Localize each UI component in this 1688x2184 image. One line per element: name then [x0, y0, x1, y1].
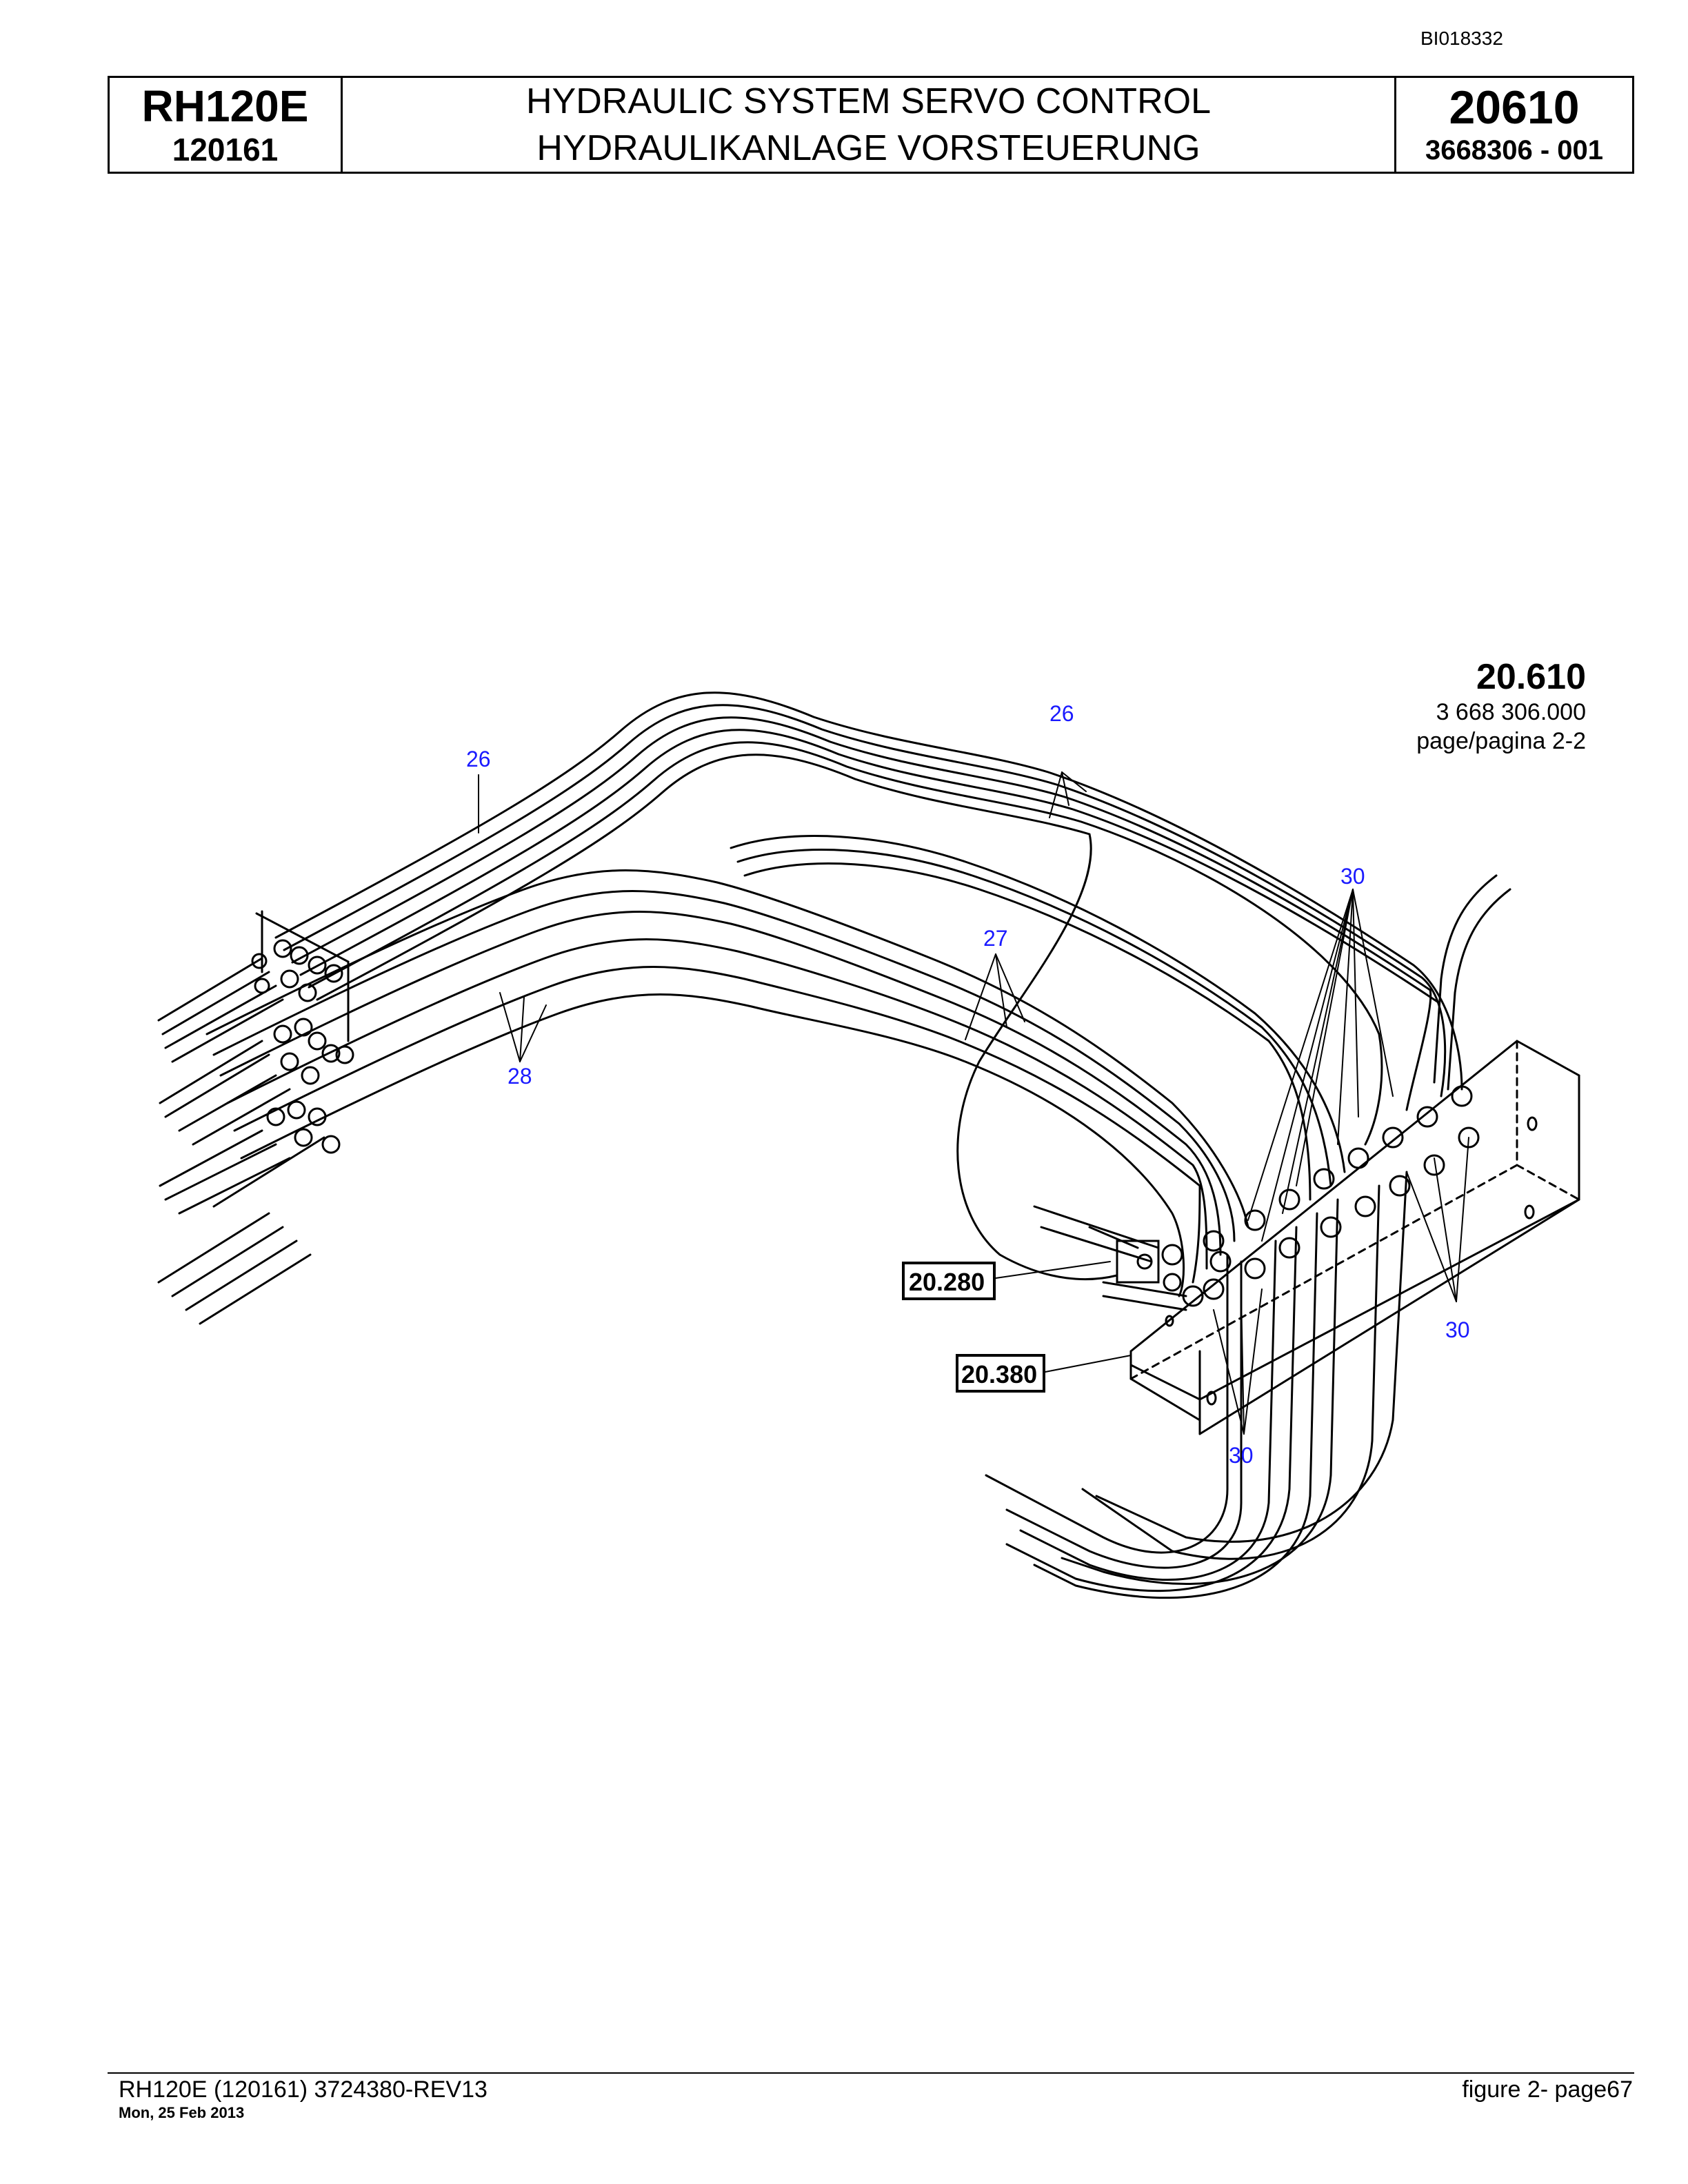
- upper-hose-bundle: [274, 691, 1463, 1281]
- header-table: RH120E 120161 HYDRAULIC SYSTEM SERVO CON…: [108, 76, 1634, 174]
- callout-26-left: 26: [466, 747, 491, 771]
- callout-27: 27: [983, 926, 1008, 951]
- title-english: HYDRAULIC SYSTEM SERVO CONTROL: [525, 81, 1211, 121]
- lower-hose-bundle: [205, 835, 1346, 1297]
- part-number: 3668306 - 001: [1425, 135, 1603, 165]
- footer-date: Mon, 25 Feb 2013: [119, 2104, 245, 2121]
- machine-serial: 120161: [172, 132, 279, 168]
- callout-30-top: 30: [1340, 864, 1365, 889]
- header-model-cell: RH120E 120161: [110, 78, 343, 172]
- ref-20380-label: 20.380: [961, 1360, 1037, 1388]
- title-german: HYDRAULIKANLAGE VORSTEUERUNG: [536, 128, 1200, 168]
- ref-box-20380[interactable]: 20.380: [956, 1354, 1045, 1393]
- header-title-cell: HYDRAULIC SYSTEM SERVO CONTROL HYDRAULIK…: [343, 78, 1396, 172]
- footer-document-id: RH120E (120161) 3724380-REV13: [119, 2076, 488, 2103]
- header-group-cell: 20610 3668306 - 001: [1396, 78, 1632, 172]
- footer-divider: [108, 2072, 1634, 2074]
- callout-26-right: 26: [1049, 701, 1074, 726]
- ref-box-20280[interactable]: 20.280: [902, 1262, 996, 1300]
- footer-page: figure 2- page67: [1462, 2076, 1633, 2103]
- group-number: 20610: [1449, 81, 1580, 134]
- document-code: BI018332: [1420, 28, 1503, 49]
- leader-lines: [478, 771, 1469, 1435]
- callouts: 26 26 27 28 30 30 30: [466, 701, 1470, 1468]
- lower-return-hoses: [985, 1171, 1408, 1599]
- callout-30-bottom: 30: [1229, 1443, 1254, 1468]
- left-fittings: [157, 939, 354, 1325]
- callout-30-right: 30: [1445, 1317, 1470, 1342]
- callout-28: 28: [508, 1064, 532, 1089]
- valve-assembly: [1033, 1205, 1187, 1311]
- top-pipes: [1433, 874, 1511, 1091]
- figure-part: 3 668 306.000: [1436, 699, 1586, 725]
- figure-page: page/pagina 2-2: [1416, 728, 1586, 754]
- machine-model: RH120E: [141, 81, 309, 131]
- hose-bracket: [255, 910, 350, 1042]
- manifold-block: [1129, 1040, 1580, 1435]
- ref-20280-label: 20.280: [909, 1268, 985, 1296]
- figure-number: 20.610: [1476, 657, 1586, 697]
- manifold-fittings: [1161, 1085, 1480, 1307]
- figure-reference: 20.610 3 668 306.000 page/pagina 2-2: [1416, 656, 1586, 756]
